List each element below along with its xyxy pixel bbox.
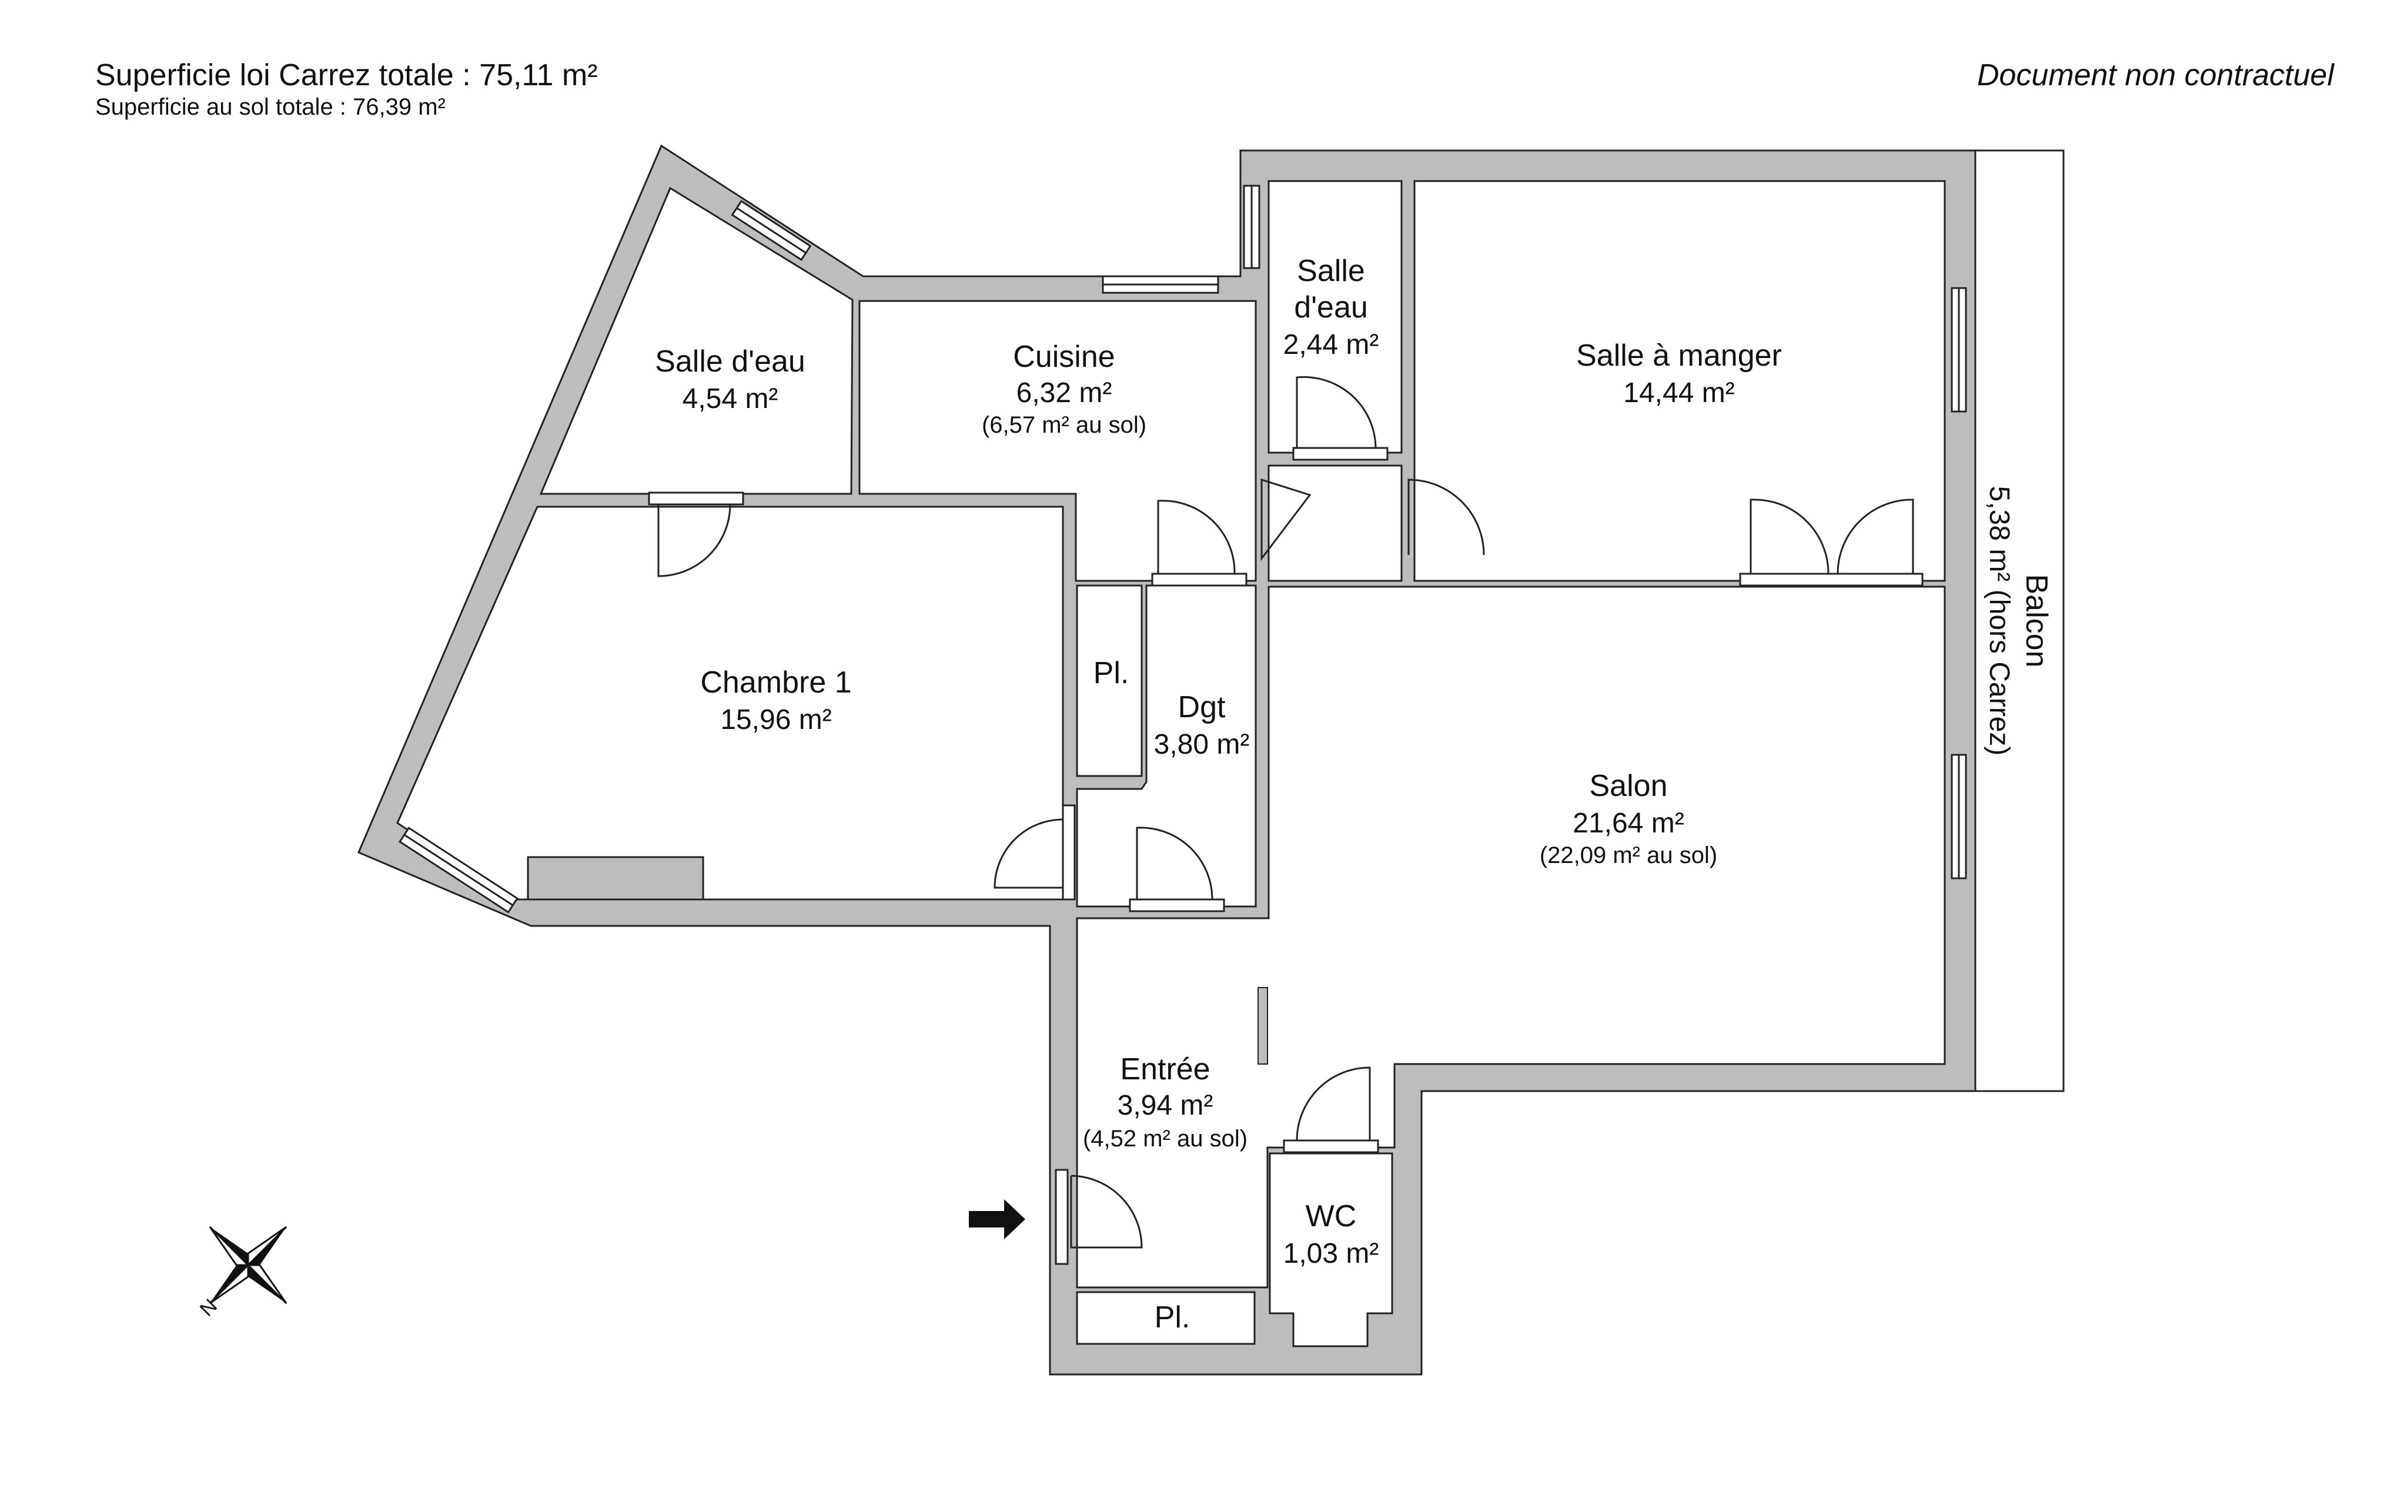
room-placard-1	[1076, 584, 1143, 777]
balcony-slab	[1974, 149, 2065, 1092]
label-placard-1-name: Pl.	[1093, 656, 1129, 690]
label-entree-name: Entrée	[1120, 1052, 1210, 1086]
window-salon	[1951, 754, 1967, 879]
windows	[399, 185, 1967, 914]
room-wc	[1269, 1152, 1393, 1347]
label-salon-area: 21,64 m²	[1573, 808, 1684, 839]
label-dgt-name: Dgt	[1178, 690, 1226, 724]
label-cuisine-floor-area: (6,57 m² au sol)	[982, 412, 1146, 438]
entry-arrow-icon	[969, 1199, 1025, 1239]
door-wc	[1283, 1066, 1379, 1153]
label-salon-name: Salon	[1590, 769, 1668, 803]
wall-step-block	[527, 856, 704, 901]
room-salle-eau-1	[539, 186, 854, 495]
door-vestibule-right	[1407, 479, 1485, 556]
label-salon-floor-area: (22,09 m² au sol)	[1540, 842, 1717, 868]
door-dgt	[1129, 827, 1225, 912]
window-cuisine	[1102, 275, 1219, 294]
label-chambre-1-area: 15,96 m²	[720, 704, 831, 735]
window-chambre	[399, 827, 519, 914]
carrez-total-label: Superficie loi Carrez totale : 75,11 m²	[95, 58, 598, 92]
door-entree	[1055, 1169, 1143, 1265]
doors	[648, 376, 1924, 1265]
door-salle-a-manger	[1739, 499, 1924, 587]
label-entree-floor-area: (4,52 m² au sol)	[1083, 1126, 1248, 1152]
label-salle-eau-2-line1: Salle	[1297, 254, 1365, 288]
compass-rose-icon	[209, 1226, 287, 1304]
floor-total-label: Superficie au sol totale : 76,39 m²	[95, 94, 446, 120]
label-salle-eau-1-name: Salle d'eau	[655, 344, 805, 379]
label-wc-name: WC	[1306, 1199, 1357, 1233]
window-salle-eau-2	[1243, 185, 1260, 269]
rooms	[396, 180, 1946, 1347]
room-salon	[1076, 586, 1946, 1289]
label-salle-eau-2-line2: d'eau	[1294, 290, 1368, 325]
disclaimer-label: Document non contractuel	[1976, 58, 2334, 92]
label-wc-area: 1,03 m²	[1283, 1238, 1379, 1269]
door-chambre-dgt	[994, 804, 1076, 901]
room-dgt	[1076, 584, 1257, 908]
label-cuisine-name: Cuisine	[1013, 340, 1115, 374]
label-salle-a-manger-area: 14,44 m²	[1623, 377, 1734, 409]
door-vestibule-left	[1260, 478, 1312, 561]
door-chambre	[648, 491, 744, 577]
window-salle-eau-1	[731, 200, 812, 261]
label-cuisine-area: 6,32 m²	[1016, 377, 1112, 409]
label-salle-eau-2-area: 2,44 m²	[1283, 329, 1379, 360]
label-salle-a-manger-name: Salle à manger	[1576, 339, 1782, 373]
room-labels: Salle d'eau 4,54 m² Cuisine 6,32 m² (6,5…	[655, 254, 2054, 1334]
label-balcon-name: Balcon	[2019, 574, 2054, 668]
label-entree-area: 3,94 m²	[1118, 1090, 1213, 1121]
window-salle-a-manger	[1951, 287, 1967, 413]
door-cuisine	[1151, 500, 1248, 587]
room-vestibule	[1267, 464, 1403, 582]
room-cuisine	[858, 300, 1257, 582]
room-placard-2	[1076, 1291, 1256, 1345]
label-placard-2-name: Pl.	[1155, 1300, 1190, 1334]
room-salle-a-manger	[1413, 180, 1946, 582]
door-salle-eau-2	[1292, 376, 1389, 461]
label-balcon-area: 5,38 m² (hors Carrez)	[1984, 486, 2015, 756]
label-chambre-1-name: Chambre 1	[700, 665, 851, 700]
wall-stub	[1257, 987, 1268, 1065]
label-salle-eau-1-area: 4,54 m²	[683, 383, 778, 414]
label-dgt-area: 3,80 m²	[1154, 729, 1250, 760]
